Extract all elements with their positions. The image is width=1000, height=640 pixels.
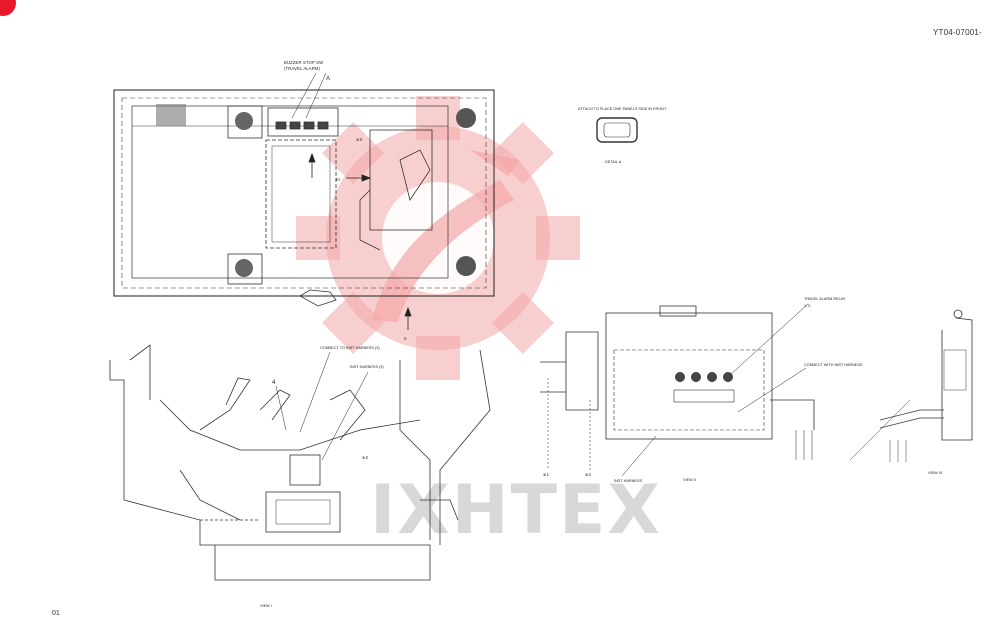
brand-corner-mark bbox=[0, 0, 16, 16]
view-ii-connect-label: CONNECT WITH INST HARNESS bbox=[804, 363, 863, 367]
watermark-text: IXHTEX bbox=[370, 471, 662, 550]
view-ii-leaders bbox=[547, 303, 813, 477]
top-view-cab-plan bbox=[113, 89, 495, 307]
view-ii-inst-harness-label: INST HARNESS bbox=[614, 479, 642, 483]
view-i-item-4: 4 bbox=[272, 380, 276, 386]
view-i-marker-2: ※2 bbox=[362, 455, 369, 460]
view-ii-marker-2: ※2 bbox=[585, 472, 592, 477]
marker-view-ii: II bbox=[404, 336, 407, 341]
page-number: 01 bbox=[52, 610, 60, 617]
view-iii-drawing bbox=[849, 309, 973, 462]
view-ii-relay-item: 1, 5 bbox=[804, 304, 810, 308]
detail-a-note: ATTACH TO PLACE ONE PANELS SIDE IN FRONT… bbox=[578, 107, 667, 111]
marker-view-iii: III bbox=[336, 177, 340, 182]
buzzer-switch-label-line2: (TRAVEL ALARM) bbox=[284, 66, 321, 71]
drawing-number: YT04-07001- bbox=[933, 28, 982, 37]
detail-a-caption: DETAIL A bbox=[605, 160, 622, 164]
view-iii-caption: VIEW III bbox=[928, 471, 942, 475]
view-i-inst-harness-label: INST HARNESS (3) bbox=[350, 365, 384, 369]
view-i-side-drawing bbox=[109, 344, 491, 581]
detail-a-switch bbox=[596, 117, 638, 143]
watermark-gear-logo bbox=[296, 96, 580, 380]
view-i-caption: VIEW I bbox=[260, 604, 272, 608]
top-view-arrows bbox=[291, 72, 412, 330]
view-ii-caption: VIEW II bbox=[683, 478, 696, 482]
buzzer-switch-label-line1: BUZZER STOP SW bbox=[284, 60, 323, 65]
view-ii-relay-label: TRAVEL ALARM RELAY bbox=[804, 297, 846, 301]
marker-a: A bbox=[326, 76, 330, 82]
view-ii-relays bbox=[673, 372, 735, 403]
view-ii-relay-box bbox=[540, 305, 815, 440]
marker-note-3: ※3 bbox=[356, 137, 363, 142]
view-ii-marker-1: ※1 bbox=[543, 472, 550, 477]
view-i-connect-label: CONNECT TO INST HARNESS (3) bbox=[320, 346, 380, 350]
view-i-leaders bbox=[275, 351, 369, 461]
